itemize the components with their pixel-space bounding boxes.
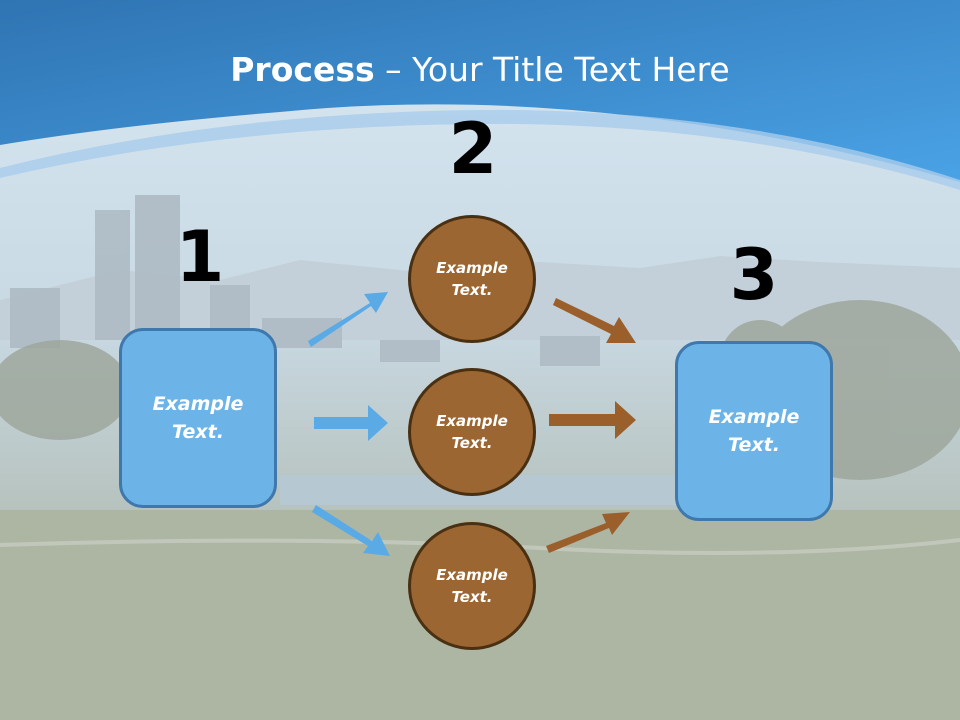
right-process-box[interactable]: Example Text. [675,341,833,521]
arrow-to-bottom-circle [312,505,390,556]
process-circle-middle[interactable]: Example Text. [408,368,536,496]
arrow-to-middle-circle [314,405,388,441]
process-circle-bottom[interactable]: Example Text. [408,522,536,650]
arrow-from-bottom-circle [546,512,630,553]
process-circle-top[interactable]: Example Text. [408,215,536,343]
brown-arrows [546,298,636,553]
right-box-label: Example Text. [708,405,800,457]
left-box-label: Example Text. [152,392,244,444]
title-rest: – Your Title Text Here [374,50,730,89]
title-bold: Process [230,50,375,89]
step-number-3: 3 [729,234,779,316]
circle-label-middle: Example Text. [436,411,508,453]
arrow-to-top-circle [308,292,388,347]
blue-arrows [308,292,390,556]
arrow-from-top-circle [553,298,636,343]
arrow-from-middle-circle [549,401,636,439]
left-process-box[interactable]: Example Text. [119,328,277,508]
step-number-2: 2 [448,108,498,190]
circle-label-top: Example Text. [436,258,508,300]
slide-title: Process – Your Title Text Here [0,50,960,89]
circle-label-bottom: Example Text. [436,565,508,607]
step-number-1: 1 [175,216,225,298]
